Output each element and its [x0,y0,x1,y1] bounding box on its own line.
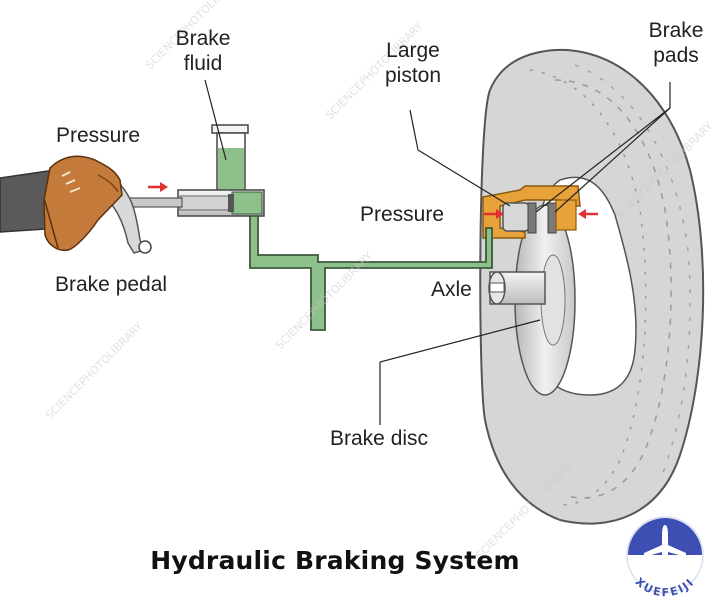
label-large-piston-line2: piston [384,64,442,87]
label-pressure-right: Pressure [360,203,445,226]
label-brake-pads-line2: pads [653,44,699,67]
leader-large-piston-a [409,109,419,151]
diagram-title: Hydraulic Braking System [150,546,520,575]
label-axle: Axle [431,278,472,301]
pressure-arrow-left [148,182,168,192]
label-large-piston-line1: Large [386,39,440,62]
label-brake-fluid: Brake fluid [158,26,248,76]
airplane-icon [644,525,686,572]
label-brake-pedal: Brake pedal [55,273,168,296]
label-large-piston: Large piston [368,38,458,88]
brake-fluid-reservoir [218,148,244,193]
brake-pad-left [527,202,537,234]
brake-caliper [482,185,581,239]
axle [488,271,546,305]
watermark: SCIENCEPHOTOLIBRARY [43,319,146,422]
leader-brake-disc-b [379,319,541,363]
leader-brake-fluid [204,79,227,161]
hydraulic-line [247,204,493,331]
label-brake-pads-line1: Brake [648,19,704,42]
leader-brake-pads-b [535,107,671,213]
leader-brake-pads-c [554,107,671,213]
pressure-arrow-caliper-out [578,209,598,219]
brake-pad-right [547,202,557,234]
large-piston [502,202,530,232]
label-brake-fluid-line1: Brake [175,27,231,50]
leader-large-piston-b [417,149,511,207]
label-brake-pads: Brake pads [636,18,716,68]
pressure-arrow-caliper-in [484,209,504,219]
leader-lines [204,79,671,425]
label-brake-fluid-line2: fluid [183,52,223,75]
label-pressure-left: Pressure [56,124,141,147]
label-brake-disc: Brake disc [330,427,429,450]
foot-with-shoe [0,155,123,252]
xuefeiji-logo: XUEFEIJI [626,516,704,597]
